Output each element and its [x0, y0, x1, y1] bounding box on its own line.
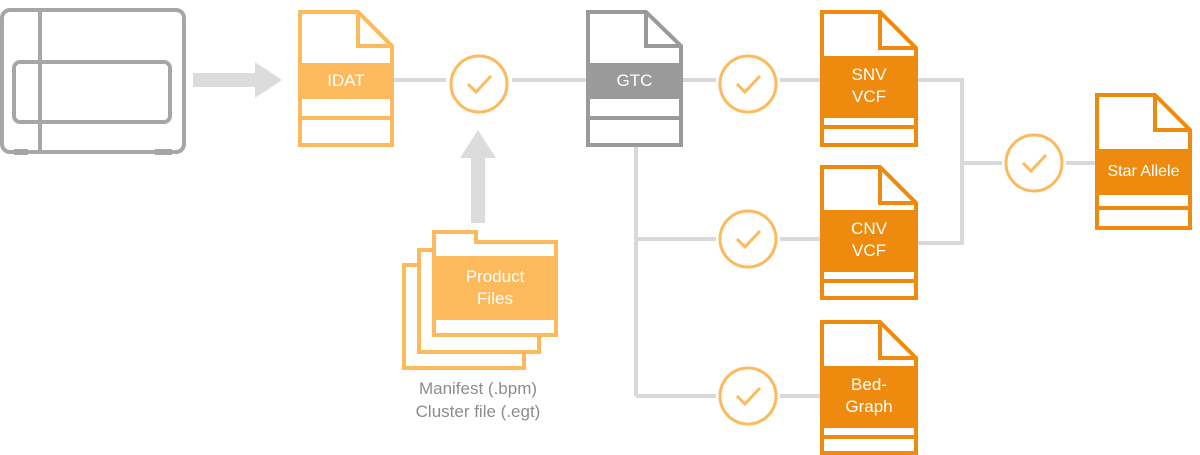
bed-label-line1: Bed- [851, 375, 887, 394]
product-files-line2: Files [477, 289, 513, 308]
product-files-caption: Manifest (.bpm) Cluster file (.egt) [380, 377, 576, 423]
snv-label-line1: SNV [851, 65, 887, 84]
cnv-vcf-label: CNV VCF [822, 218, 916, 262]
arrow-icon [460, 130, 496, 223]
star-allele-label: Star Allele [1107, 163, 1180, 180]
star-allele-document-icon [1095, 93, 1192, 230]
folder-stack-icon [402, 230, 558, 370]
idat-document-icon [298, 10, 394, 147]
cnv-label-line1: CNV [851, 219, 887, 238]
scanner-icon [0, 8, 186, 155]
caption-cluster-file: Cluster file (.egt) [415, 402, 541, 421]
product-files-label: Product Files [434, 266, 556, 310]
snv-label-line2: VCF [852, 87, 886, 106]
gtc-label: GTC [616, 71, 653, 90]
product-files-line1: Product [465, 267, 525, 286]
arrow-icon [193, 62, 282, 98]
cnv-vcf-document-icon [820, 165, 918, 300]
checkmark-circle-icon [449, 54, 509, 114]
idat-label: IDAT [327, 71, 365, 90]
checkmark-circle-icon [718, 366, 778, 426]
gtc-document-icon [586, 10, 683, 147]
bedgraph-label: Bed- Graph [822, 374, 916, 418]
cnv-label-line2: VCF [852, 241, 886, 260]
caption-manifest: Manifest (.bpm) [418, 379, 538, 398]
bedgraph-document-icon [820, 320, 918, 455]
connector-lines [392, 78, 1095, 398]
checkmark-circle-icon [718, 54, 778, 114]
checkmark-circle-icon [718, 209, 778, 269]
checkmark-circle-icon [1004, 133, 1064, 193]
snv-vcf-document-icon [820, 10, 918, 147]
bed-label-line2: Graph [845, 397, 893, 416]
snv-vcf-label: SNV VCF [822, 64, 916, 108]
